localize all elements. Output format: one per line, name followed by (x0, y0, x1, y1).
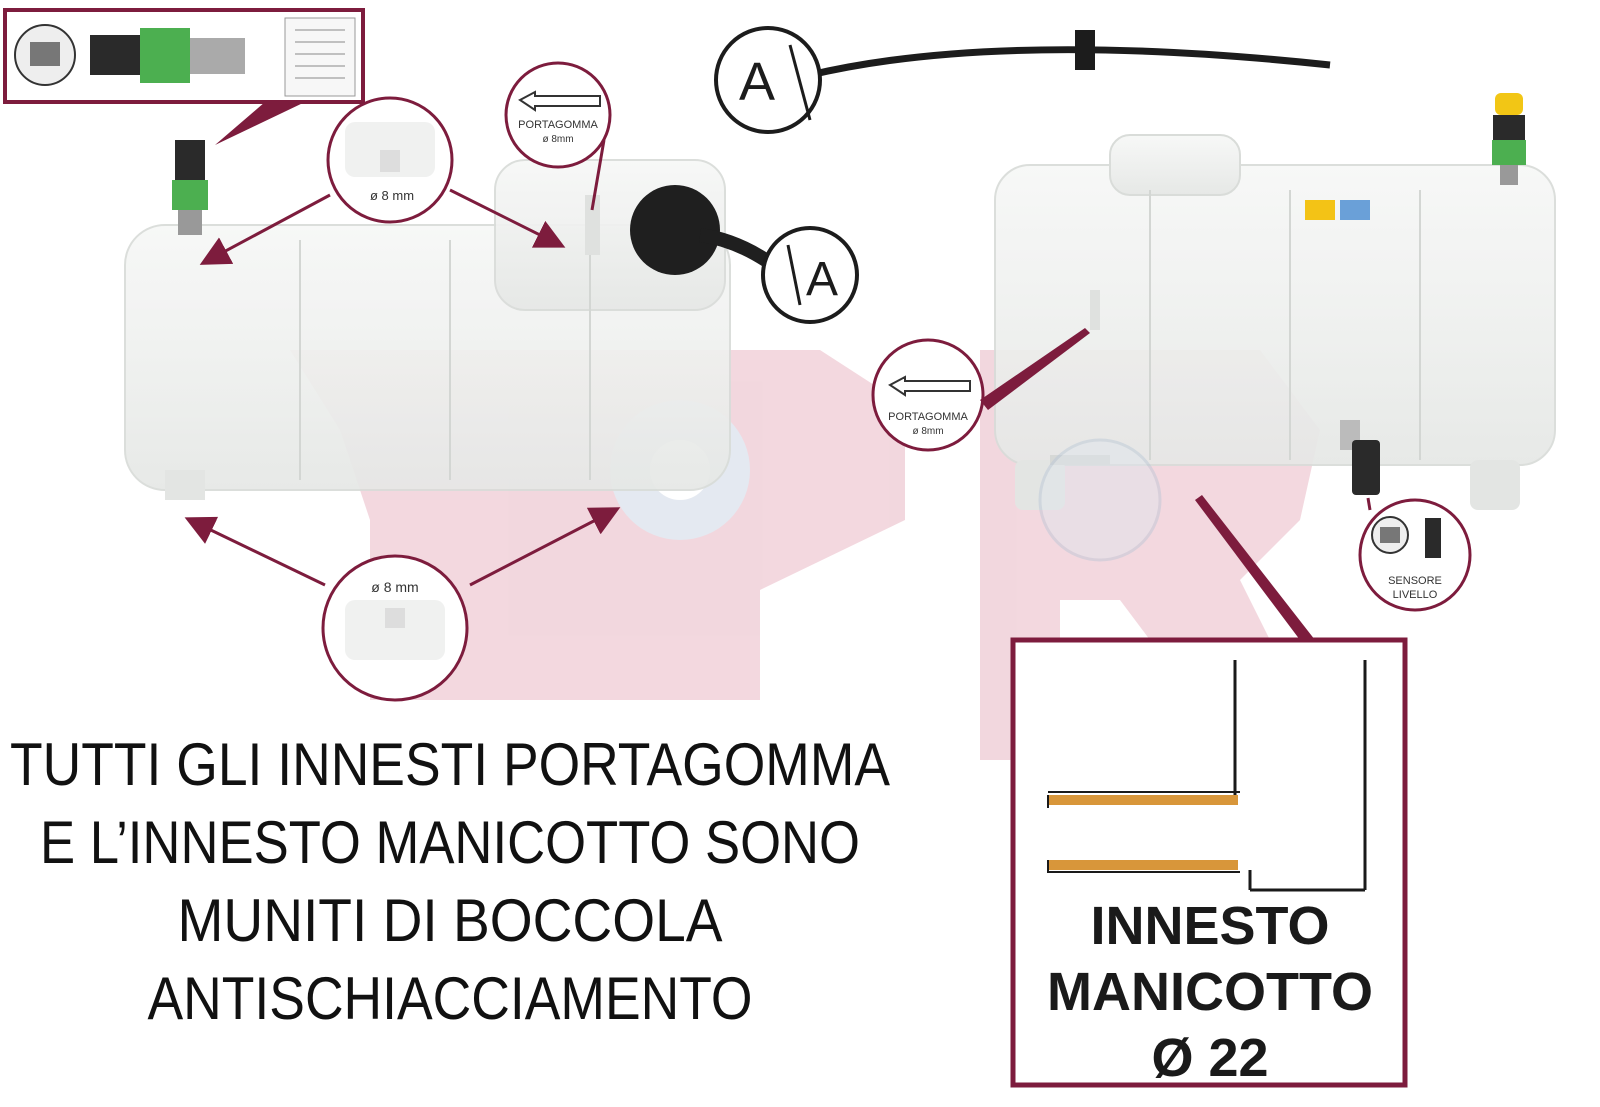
caption: TUTTI GLI INNESTI PORTAGOMMA E L’INNESTO… (10, 731, 890, 1032)
marker-a-cap: A (761, 226, 859, 324)
manicotto-callout (1038, 438, 1315, 640)
inset-line-3: Ø 22 (1151, 1028, 1268, 1088)
portagomma-label: PORTAGOMMA (518, 119, 598, 131)
portagomma-size: ø 8mm (912, 426, 943, 437)
caption-line-4: ANTISCHIACCIAMENTO (148, 965, 753, 1032)
right-expansion-tank (994, 134, 1556, 510)
diameter-callout-bottom: ø 8 mm (184, 507, 621, 702)
marker-a-label: A (806, 253, 838, 306)
marker-a-top: A (714, 26, 822, 134)
diameter-label: ø 8 mm (371, 579, 418, 595)
hose-icon (809, 30, 1331, 79)
level-sensor-icon (1340, 420, 1380, 495)
pressure-sensor-icon (1492, 93, 1526, 185)
diameter-callout-top: ø 8 mm (199, 96, 566, 265)
caption-line-2: E L’INNESTO MANICOTTO SONO (40, 809, 860, 876)
inset-line-2: MANICOTTO (1047, 962, 1373, 1022)
level-sensor-callout: SENSORE LIVELLO (1358, 497, 1472, 612)
portagomma-label: PORTAGOMMA (888, 411, 968, 423)
portagomma-callout-top: PORTAGOMMA ø 8mm (504, 61, 612, 211)
sensor-label-2: LIVELLO (1393, 589, 1438, 601)
inset-line-1: INNESTO (1090, 896, 1329, 956)
cap-icon (630, 185, 785, 276)
manicotto-inset: INNESTO MANICOTTO Ø 22 (1010, 637, 1408, 1088)
diameter-label: ø 8 mm (370, 188, 414, 203)
sensor-label-1: SENSORE (1388, 575, 1442, 587)
marker-a-label: A (739, 52, 775, 112)
caption-line-1: TUTTI GLI INNESTI PORTAGOMMA (10, 731, 890, 798)
portagomma-size: ø 8mm (542, 134, 573, 145)
pressure-sensor-icon (172, 140, 208, 235)
pressure-sensor-inset (3, 8, 365, 145)
caption-line-3: MUNITI DI BOCCOLA (178, 887, 723, 954)
portagomma-callout-right: PORTAGOMMA ø 8mm (871, 328, 1090, 452)
